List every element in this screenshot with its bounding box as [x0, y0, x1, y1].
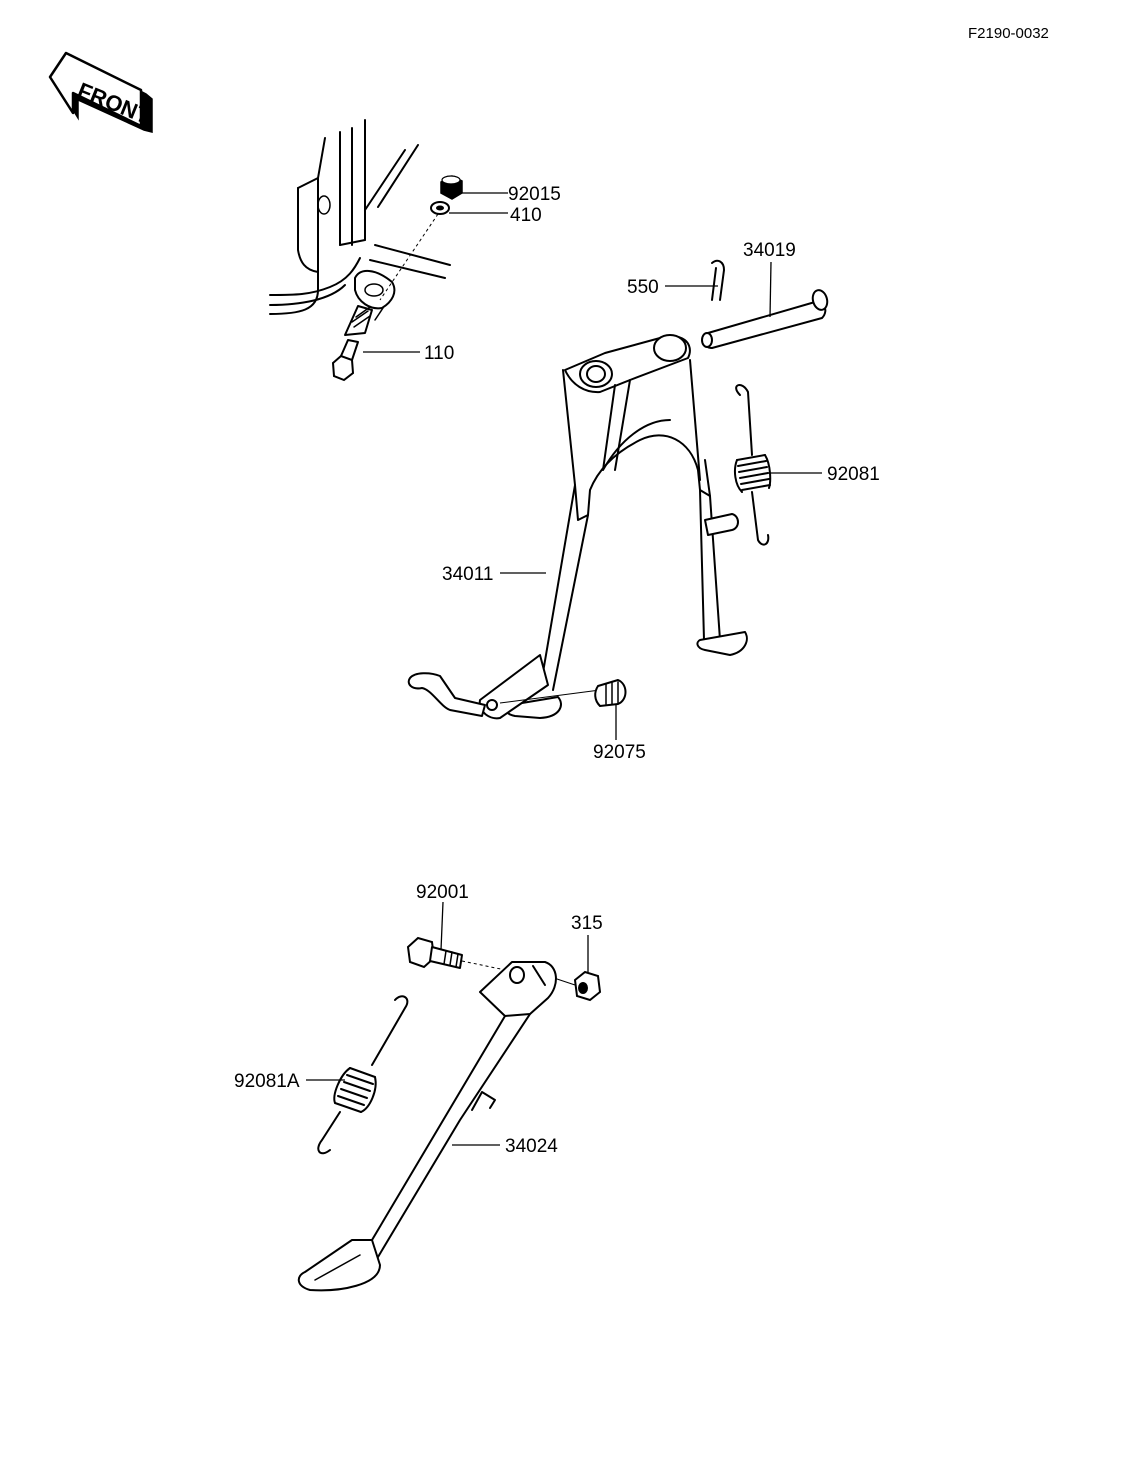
nut-92015	[440, 175, 463, 200]
washer-410	[430, 201, 450, 215]
part-label-34024: 34024	[505, 1136, 558, 1157]
spring-92081	[733, 384, 772, 546]
side-stand-34024	[297, 961, 557, 1292]
part-label-92081: 92081	[827, 464, 880, 485]
part-label-34011: 34011	[442, 564, 493, 585]
bolt-110	[331, 305, 373, 382]
front-arrow-icon: FRONT	[48, 51, 154, 133]
part-label-92075: 92075	[593, 742, 646, 763]
nut-315	[573, 970, 602, 1002]
part-label-92001: 92001	[416, 882, 469, 903]
part-label-315: 315	[571, 913, 603, 934]
frame-section	[269, 119, 451, 321]
cotter-pin-550	[711, 259, 725, 301]
bolt-92001	[406, 936, 463, 969]
part-label-34019: 34019	[743, 240, 796, 261]
leader-92001	[440, 901, 444, 951]
diagram-code: F2190-0032	[968, 25, 1049, 42]
part-label-410: 410	[510, 205, 542, 226]
part-label-92015: 92015	[508, 184, 561, 205]
main-stand-34011	[407, 334, 748, 720]
pivot-pin-34019	[701, 289, 829, 349]
cap-92075	[594, 679, 627, 707]
spring-92081A	[317, 995, 409, 1155]
part-label-92081A: 92081A	[234, 1071, 300, 1092]
leader-34019	[769, 261, 772, 318]
part-label-550: 550	[627, 277, 659, 298]
part-label-110: 110	[424, 343, 454, 364]
